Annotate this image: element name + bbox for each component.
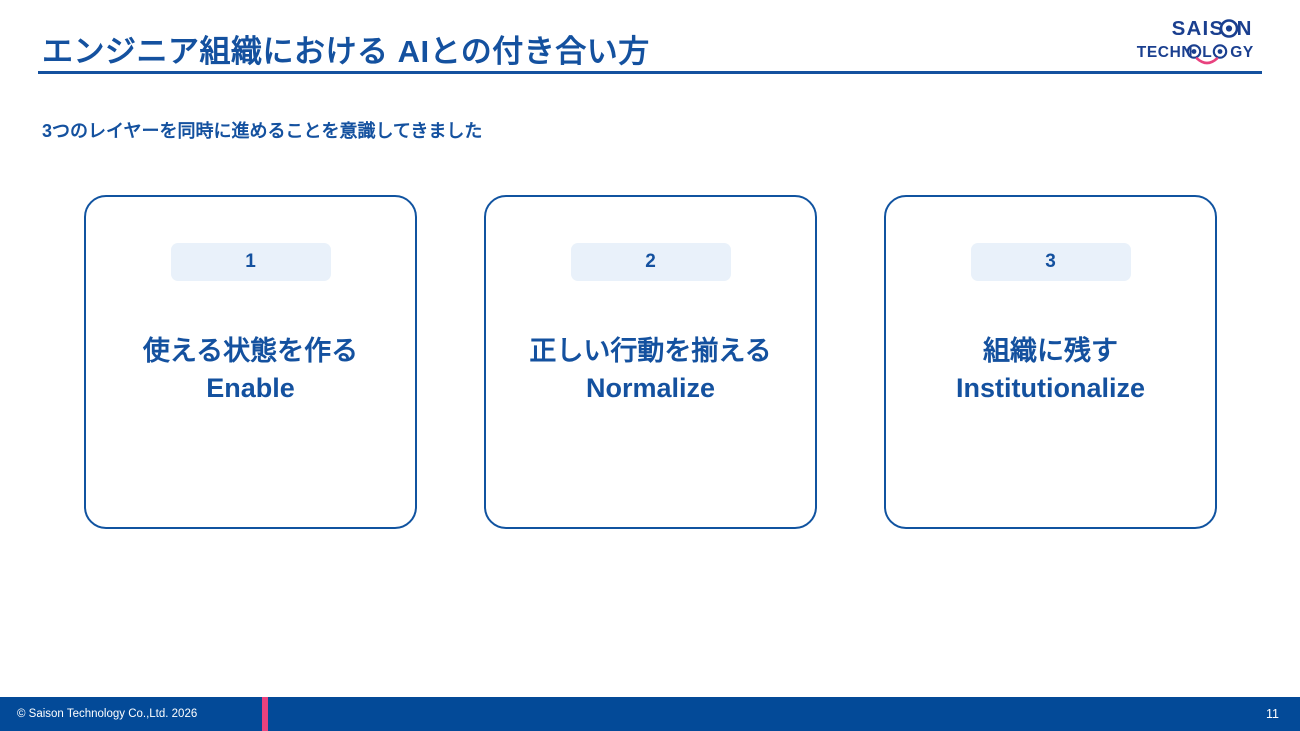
page-number: 11 (1266, 707, 1279, 721)
layer-card-group: 1 使える状態を作る Enable 2 正しい行動を揃える Normalize … (84, 195, 1217, 529)
svg-text:GY: GY (1230, 44, 1254, 61)
card-text-block: 使える状態を作る Enable (86, 333, 415, 408)
title-divider (38, 71, 1262, 74)
svg-text:TECHN: TECHN (1137, 44, 1193, 61)
svg-text:N: N (1237, 17, 1252, 40)
layer-card-3: 3 組織に残す Institutionalize (884, 195, 1217, 529)
subtitle: 3つのレイヤーを同時に進めることを意識してきました (42, 121, 483, 141)
footer-accent-bar (262, 697, 268, 731)
card-number-badge: 1 (170, 243, 331, 281)
svg-text:L: L (1202, 44, 1211, 61)
logo-mark-icon: SAIS SAISON N TECHN L GY (1137, 17, 1254, 65)
card-title-jp: 組織に残す (983, 336, 1118, 366)
smile-icon (1195, 57, 1219, 65)
layer-card-1: 1 使える状態を作る Enable (84, 195, 417, 529)
copyright-text: © Saison Technology Co.,Ltd. 2026 (17, 708, 198, 720)
slide-footer: © Saison Technology Co.,Ltd. 2026 11 (0, 697, 1300, 731)
card-number-badge: 2 (570, 243, 731, 281)
card-number-badge: 3 (970, 243, 1131, 281)
saison-technology-logo: SAIS SAISON N TECHN L GY (1132, 14, 1264, 66)
card-title-jp: 正しい行動を揃える (529, 336, 772, 366)
card-text-block: 組織に残す Institutionalize (886, 333, 1215, 408)
page-title: エンジニア組織における AIとの付き合い方 (42, 34, 650, 69)
card-text-block: 正しい行動を揃える Normalize (486, 333, 815, 408)
layer-card-2: 2 正しい行動を揃える Normalize (484, 195, 817, 529)
card-title-en: Institutionalize (956, 373, 1145, 404)
card-title-en: Normalize (585, 373, 716, 404)
card-title-jp: 使える状態を作る (142, 336, 359, 366)
svg-text:SAIS: SAIS (1172, 17, 1225, 40)
card-title-en: Enable (206, 373, 295, 404)
